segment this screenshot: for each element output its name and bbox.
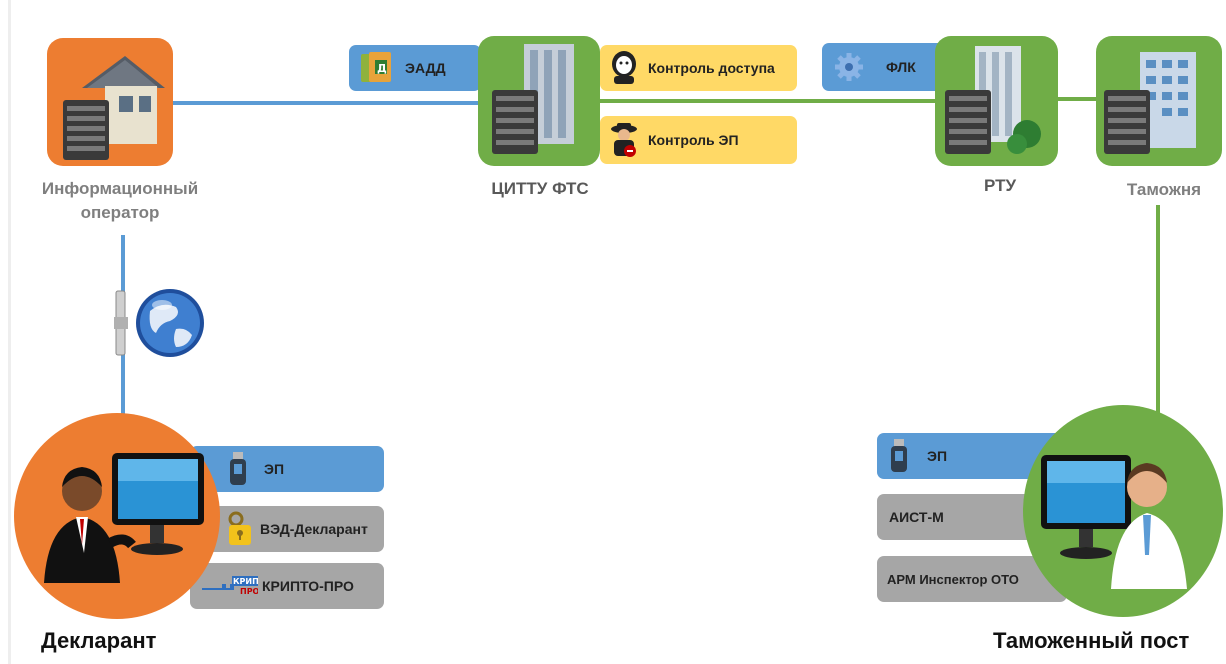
post-ep-label: ЭП [927, 448, 948, 464]
access-control-label: Контроль доступа [648, 60, 775, 76]
flk-tag[interactable]: ФЛК [822, 43, 946, 91]
connector-cittu-rtu [600, 99, 940, 103]
eadd-label: ЭАДД [405, 60, 446, 76]
declarant-ved-item[interactable]: ВЭД-Декларант [190, 506, 384, 552]
declarant-label: Декларант [41, 628, 157, 653]
user-at-computer-icon [44, 453, 204, 583]
server-building-icon [492, 44, 574, 154]
declarant-ved-label: ВЭД-Декларант [260, 521, 368, 537]
spy-icon [608, 120, 640, 160]
crypto-logo-bottom: ПРО [240, 587, 258, 596]
customs-post-label: Таможенный пост [993, 628, 1190, 653]
declarant-crypto-label: КРИПТО-ПРО [262, 578, 354, 594]
declarant-node[interactable] [14, 413, 220, 619]
rtu-label: РТУ [983, 176, 1017, 195]
cittu-label: ЦИТТУ ФТС [491, 179, 589, 198]
flk-label: ФЛК [886, 59, 916, 75]
server-house-icon [63, 56, 165, 160]
document-icon: Д [359, 50, 397, 86]
post-aist-label: АИСТ-М [889, 509, 944, 525]
customs-post-node[interactable] [1023, 405, 1223, 617]
post-arm-label: АРМ Инспектор ОТО [887, 571, 1019, 587]
eadd-tag[interactable]: Д ЭАДД [349, 45, 481, 91]
declarant-ep-label: ЭП [264, 461, 285, 477]
connector-operator-cittu [170, 101, 500, 105]
ep-control-label: Контроль ЭП [648, 132, 739, 148]
connector-rtu-customs [1055, 97, 1100, 101]
anonymous-mask-icon [608, 50, 640, 86]
lock-key-icon [226, 511, 254, 547]
usb-token-icon [228, 452, 248, 486]
connector-customs-post [1156, 205, 1160, 415]
declarant-ep-item[interactable]: ЭП [190, 446, 384, 492]
declarant-crypto-item[interactable]: КРИПТОПРО КРИПТО-ПРО [190, 563, 384, 609]
gear-icon [834, 52, 864, 82]
info-operator-label: Информационный оператор [41, 179, 199, 222]
cittu-node[interactable] [478, 36, 600, 166]
user-at-computer-icon [1041, 455, 1187, 589]
crypto-pro-logo-icon: КРИПТОПРО [200, 574, 258, 598]
ep-control-tag[interactable]: Контроль ЭП [600, 116, 797, 164]
server-tower-icon [945, 46, 1041, 154]
internet-globe-icon [106, 283, 206, 363]
crypto-logo-top: КРИПТО [233, 577, 258, 586]
left-border [8, 0, 11, 664]
customs-node[interactable] [1096, 36, 1222, 166]
usb-token-icon [889, 439, 909, 473]
access-control-tag[interactable]: Контроль доступа [600, 45, 797, 91]
server-office-icon [1104, 52, 1196, 154]
svg-text:Д: Д [377, 62, 387, 75]
rtu-node[interactable] [935, 36, 1058, 166]
customs-label: Таможня [1126, 180, 1202, 199]
info-operator-node[interactable] [47, 38, 173, 166]
